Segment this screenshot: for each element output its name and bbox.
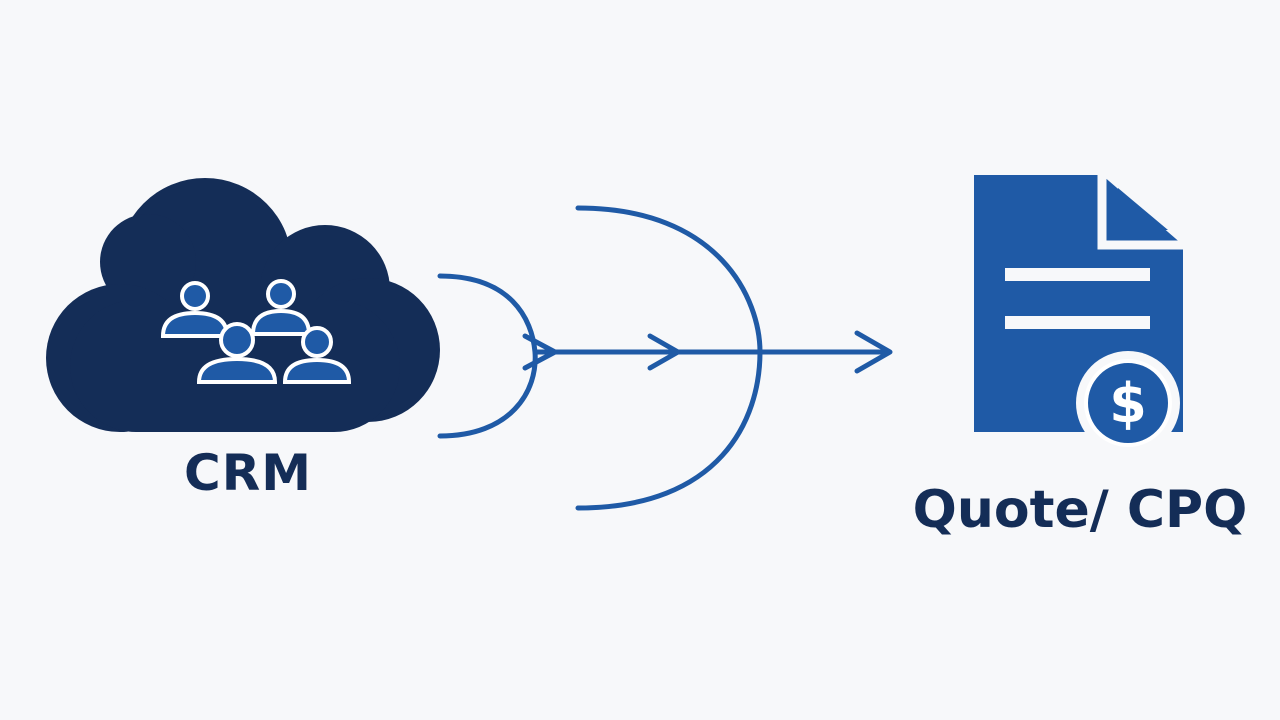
arrowhead-icon [522, 333, 558, 371]
document-line [1005, 268, 1150, 281]
document-dollar-icon: $ [974, 175, 1183, 455]
converging-arrows-icon [437, 205, 893, 511]
inner-arc [437, 273, 538, 439]
user-icon [250, 279, 312, 336]
user-icon [282, 326, 352, 384]
document-fold [1097, 175, 1183, 250]
cloud-shape [46, 178, 440, 432]
document-line [1005, 316, 1150, 329]
svg-text:$: $ [1109, 372, 1147, 435]
user-icon [160, 281, 230, 338]
users-icon [160, 279, 352, 384]
dollar-badge-icon: $ [1076, 351, 1180, 455]
arrowhead-icon [854, 330, 893, 374]
cloud-users-icon [46, 178, 440, 432]
crm-label: CRM [184, 444, 312, 502]
user-icon [196, 322, 278, 384]
arrowhead-icon [647, 333, 681, 371]
quote-cpq-label: Quote/ CPQ [912, 480, 1248, 540]
